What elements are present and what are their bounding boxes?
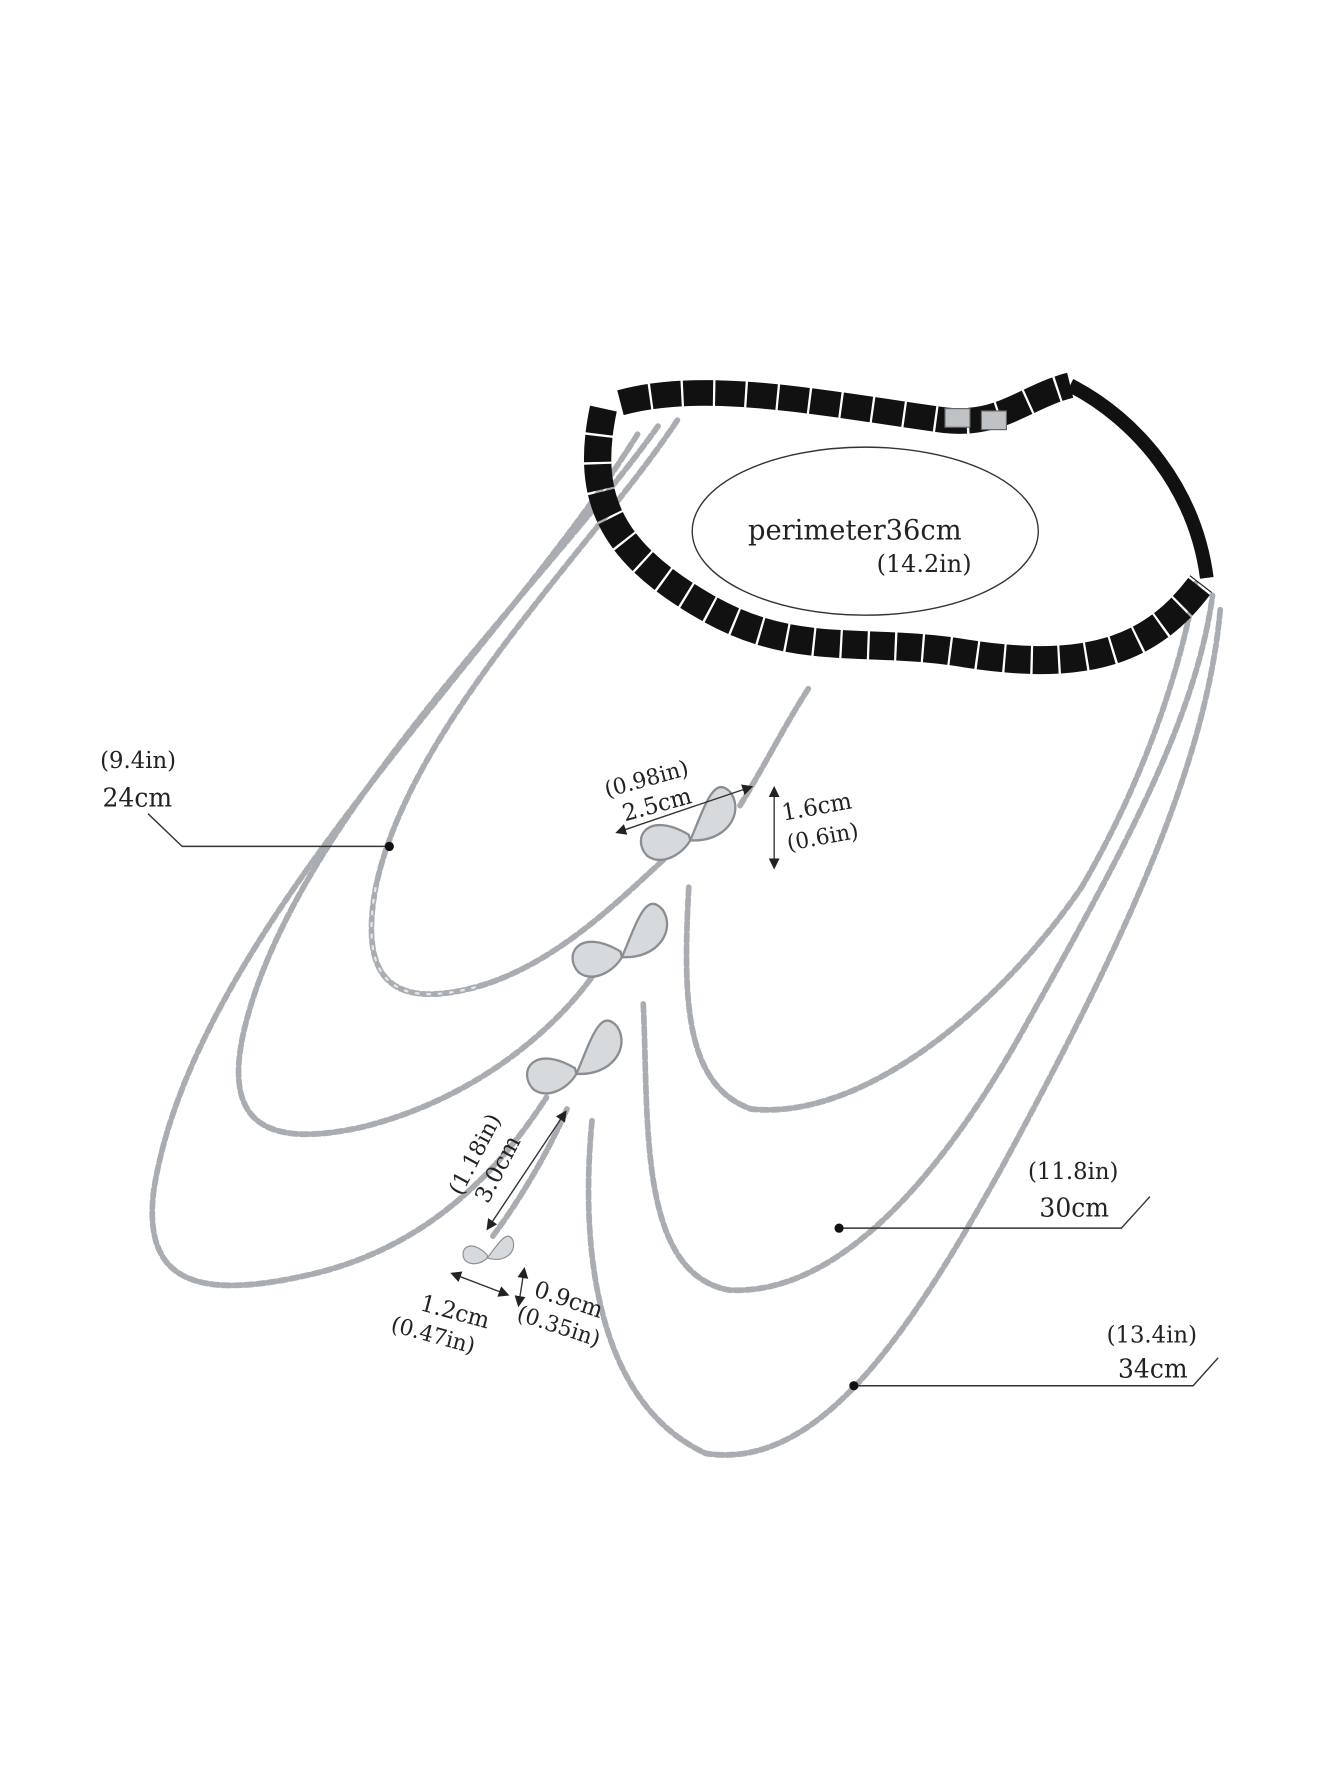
clasp-icon xyxy=(944,408,971,428)
perimeter-label: perimeter36cm xyxy=(748,513,962,546)
chain-outer-imperial: (13.4in) xyxy=(1107,1322,1197,1348)
perimeter-ellipse xyxy=(691,446,1039,616)
chain-inner-left xyxy=(368,417,681,997)
chain-center xyxy=(737,685,812,809)
choker-band xyxy=(584,372,1214,675)
chain-outer-metric: 34cm xyxy=(1118,1353,1188,1383)
chains xyxy=(149,417,1224,1458)
chain-inner-metric: 24cm xyxy=(102,782,172,812)
chain-middle-right xyxy=(640,592,1216,1294)
butterfly-icon xyxy=(571,902,669,978)
chain-inner-imperial: (9.4in) xyxy=(100,748,176,774)
butterfly-icon xyxy=(525,1019,623,1095)
chain-inner-right xyxy=(683,580,1199,1113)
chain-middle-metric: 30cm xyxy=(1039,1192,1109,1222)
chain-middle-imperial: (11.8in) xyxy=(1028,1159,1118,1185)
chain-outer-left xyxy=(149,431,641,1289)
chain-outer-right xyxy=(585,604,1224,1458)
perimeter-imperial: (14.2in) xyxy=(877,550,972,578)
small-butterfly-icon xyxy=(462,1235,515,1265)
